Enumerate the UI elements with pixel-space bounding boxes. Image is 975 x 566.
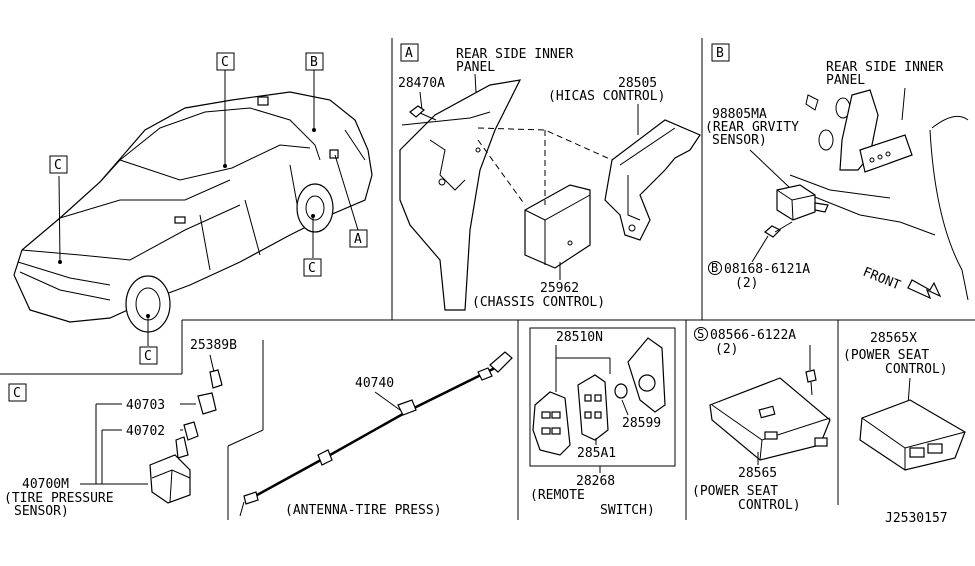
bolt-symbol-b: B	[708, 261, 722, 275]
part-28599-label[interactable]: 28599	[622, 416, 661, 431]
panel-a: A REAR SIDE INNER PANEL 28470A 28505 (HI…	[398, 43, 701, 311]
power-seat-control: S 08566-6122A (2) 28565 (POWER SEAT CONT…	[692, 327, 831, 513]
part-98805ma-label[interactable]: 98805MA	[712, 107, 767, 122]
part-25389b-label[interactable]: 25389B	[190, 338, 237, 353]
svg-text:C: C	[144, 349, 152, 364]
remote-desc2: SWITCH)	[600, 503, 655, 518]
diagram-id: J2530157	[885, 511, 948, 526]
svg-text:B: B	[310, 55, 318, 70]
part-28505-label[interactable]: 28505	[618, 76, 657, 91]
callout-box-car-c3[interactable]: C	[303, 258, 322, 277]
part-98805ma-desc1: (REAR GRVITY	[705, 120, 799, 135]
svg-text:C: C	[308, 261, 316, 276]
screw-qty-s: (2)	[715, 342, 738, 357]
part-98805ma-desc2: SENSOR)	[712, 133, 767, 148]
part-28565-desc1: (POWER SEAT	[692, 484, 778, 499]
antenna-desc: (ANTENNA-TIRE PRESS)	[285, 503, 442, 518]
part-28565-desc2: CONTROL)	[738, 498, 801, 513]
remote-switch: 28510N 28599 285A1 28268 (REMOTE SWITCH)	[529, 327, 676, 518]
part-25962-label[interactable]: 25962	[540, 281, 579, 296]
callout-box-car-c2[interactable]: C	[49, 155, 68, 174]
part-285a1-label[interactable]: 285A1	[577, 446, 616, 461]
panel-a-title-line2: PANEL	[456, 60, 495, 75]
svg-text:C: C	[54, 158, 62, 173]
svg-text:C: C	[221, 55, 229, 70]
panel-b-title-line1: REAR SIDE INNER	[826, 60, 944, 75]
antenna: 40740 (ANTENNA-TIRE PRESS)	[239, 351, 513, 518]
part-28565x-desc1: (POWER SEAT	[843, 348, 929, 363]
part-28268-label[interactable]: 28268	[576, 474, 615, 489]
part-28510n-label[interactable]: 28510N	[556, 330, 603, 345]
front-arrow-icon	[907, 279, 942, 300]
panel-b: B REAR SIDE INNER PANEL 98805MA (REAR GR…	[705, 43, 969, 301]
svg-text:B: B	[716, 46, 724, 61]
power-seat-control-x: 28565X (POWER SEAT CONTROL)	[843, 331, 966, 471]
bolt-08168-label[interactable]: 08168-6121A	[724, 262, 810, 277]
svg-text:A: A	[354, 232, 362, 247]
part-40740-label[interactable]: 40740	[355, 376, 394, 391]
part-40700m-label[interactable]: 40700M	[22, 477, 69, 492]
part-28565x-label[interactable]: 28565X	[870, 331, 917, 346]
part-40700m-desc1: (TIRE PRESSURE	[4, 491, 114, 506]
part-40703-label[interactable]: 40703	[126, 398, 165, 413]
svg-text:S: S	[697, 327, 704, 341]
part-28505-desc: (HICAS CONTROL)	[548, 89, 665, 104]
panel-c: C 25389B 40703 40702 40700M (TIRE PRESSU…	[4, 338, 237, 519]
screw-symbol-s: S	[694, 327, 708, 341]
svg-text:A: A	[405, 46, 413, 61]
part-28470a-label[interactable]: 28470A	[398, 76, 445, 91]
screw-08566-label[interactable]: 08566-6122A	[710, 328, 796, 343]
car-illustration	[13, 91, 373, 333]
svg-text:C: C	[13, 386, 21, 401]
callout-box-car-a[interactable]: A	[349, 229, 368, 248]
car-leaders	[58, 70, 359, 346]
panel-a-tag: A	[400, 43, 419, 62]
callout-box-car-b[interactable]: B	[305, 52, 324, 71]
svg-text:B: B	[711, 261, 718, 275]
part-40700m-desc2: SENSOR)	[14, 504, 69, 519]
bolt-qty-b: (2)	[735, 276, 758, 291]
part-28565x-desc2: CONTROL)	[885, 362, 948, 377]
part-28565-label[interactable]: 28565	[738, 466, 777, 481]
panel-c-tag: C	[8, 383, 27, 402]
callout-box-car-c4[interactable]: C	[139, 346, 158, 365]
part-25962-desc: (CHASSIS CONTROL)	[472, 295, 605, 310]
remote-group-frame	[529, 327, 676, 467]
panel-dividers	[0, 38, 975, 520]
remote-desc1: (REMOTE	[530, 488, 585, 503]
panel-a-title-line1: REAR SIDE INNER	[456, 47, 574, 62]
callout-box-car-c1[interactable]: C	[216, 52, 235, 71]
panel-b-title-line2: PANEL	[826, 73, 865, 88]
panel-b-tag: B	[711, 43, 730, 62]
part-40702-label[interactable]: 40702	[126, 424, 165, 439]
front-label: FRONT	[861, 265, 903, 294]
